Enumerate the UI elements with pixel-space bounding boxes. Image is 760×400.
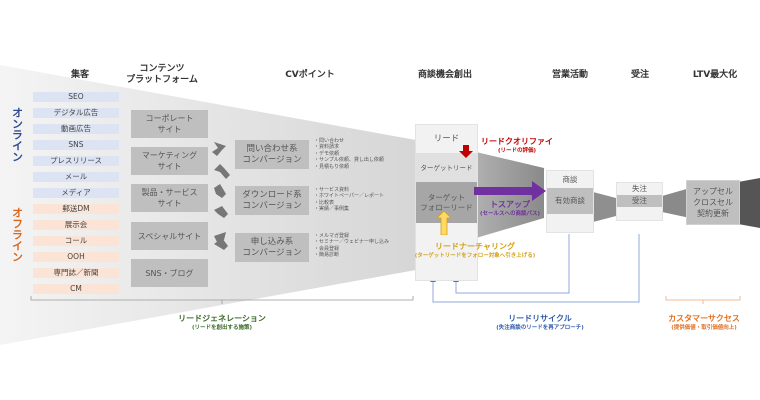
stage-target-lead: ターゲットリード <box>416 153 477 182</box>
lead-generation-label: リードジェネレーション (リードを創出する施策) <box>172 314 272 332</box>
stage-lost: 失注 <box>632 184 647 193</box>
stage-meeting: 商談 <box>562 174 578 184</box>
toss-up-arrow-icon <box>474 181 546 201</box>
cv-application-items: ・メルマガ登録 ・セミナー／ウェビナー申し込み ・会員登録 ・簡易診断 <box>314 233 389 259</box>
channel-item: SNS <box>33 140 119 150</box>
platform-product-site: 製品・サービス サイト <box>131 184 208 212</box>
channel-item: デジタル広告 <box>33 108 119 118</box>
recycle-line-inner <box>455 234 570 294</box>
lead-recycle-label: リードリサイクル (失注商談のリードを再アプローチ) <box>485 314 595 332</box>
cv-item: ・実績／事例集 <box>314 206 350 213</box>
cv-inquiry: 問い合わせ系 コンバージョン <box>235 140 309 169</box>
stage-valid-meeting: 有効商談 <box>547 188 593 214</box>
channel-item: 専門誌／新聞 <box>33 268 119 278</box>
channel-item: 郵送DM <box>33 204 119 214</box>
cv-download: ダウンロード系 コンバージョン <box>235 186 309 215</box>
arrow-to-cv-3 <box>214 232 226 244</box>
recycle-line-outer <box>432 234 640 303</box>
arrow-to-platform-2 <box>214 206 228 218</box>
arrow-to-cv-1 <box>212 142 226 156</box>
cv-item: ・見積もり依頼 <box>314 163 350 170</box>
channel-item: SEO <box>33 92 119 102</box>
cv-download-items: ・サービス資料 ・ホワイトペーパー／レポート ・比較表 ・実績／事例集 <box>314 187 384 213</box>
header-acquisition: 集客 <box>70 70 89 80</box>
flow-arrows <box>212 142 230 250</box>
offline-label-text: オフライン <box>10 207 24 262</box>
cv-application: 申し込み系 コンバージョン <box>235 233 309 262</box>
cv-item: ・サービス資料 <box>314 187 350 193</box>
lead-recycle-sub: (失注商談のリードを再アプローチ) <box>496 325 584 331</box>
cv-item: ・セミナー／ウェビナー申し込み <box>314 239 390 246</box>
cv-inquiry-items: ・問い合わせ ・資料請求 ・デモ依頼 ・サンプル依頼、貸し出し依頼 ・見積もり依… <box>314 138 384 170</box>
channel-item: コール <box>33 236 119 246</box>
cv-item: ・ホワイトペーパー／レポート <box>314 193 384 200</box>
online-label: オンライン <box>10 107 24 165</box>
stage-won: 受注 <box>617 195 662 207</box>
cv-item: ・比較表 <box>314 199 335 206</box>
online-label-text: オンライン <box>10 107 24 162</box>
platform-sns-blog: SNS・ブログ <box>131 259 208 287</box>
lead-qualify-annotation: リードクオリファイ (リードの評価) <box>477 137 557 155</box>
stage-lead: リード <box>433 134 460 144</box>
lead-generation-title: リードジェネレーション <box>178 314 266 323</box>
channel-item: CM <box>33 284 119 294</box>
offline-label: オフライン <box>10 207 24 265</box>
cv-item: ・デモ依頼 <box>314 150 340 157</box>
channel-item: 動画広告 <box>33 124 119 134</box>
platform-special-site: スペシャルサイト <box>131 222 208 250</box>
channel-item: 展示会 <box>33 220 119 230</box>
lead-nurturing-arrow-icon <box>437 211 451 235</box>
lead-qualify-arrow-icon <box>459 145 473 158</box>
customer-success-label: カスタマーサクセス (提供価値・取引価値向上) <box>663 314 745 332</box>
header-content-platform: コンテンツ プラットフォーム <box>126 64 198 85</box>
header-cv-point: CVポイント <box>285 70 335 80</box>
lead-nurturing-annotation: リードナーチャリング (ターゲットリードをフォロー対象へ引き上げる) <box>395 242 555 260</box>
header-sales: 営業活動 <box>551 70 588 80</box>
cv-item: ・メルマガ登録 <box>314 233 350 239</box>
header-opportunity: 商談機会創出 <box>417 70 472 80</box>
channel-item: メディア <box>33 188 119 198</box>
cv-item: ・問い合わせ <box>314 138 345 144</box>
order-funnel <box>662 188 690 218</box>
lead-qualify-sub: (リードの評価) <box>497 148 537 154</box>
lead-recycle-title: リードリサイクル <box>508 314 572 323</box>
cv-item: ・簡易診断 <box>314 252 340 259</box>
channel-item: プレスリリース <box>33 156 119 166</box>
lead-nurturing-sub: (ターゲットリードをフォロー対象へ引き上げる) <box>414 253 536 259</box>
lead-qualify-title: リードクオリファイ <box>481 137 553 146</box>
cv-item: ・資料請求 <box>314 144 340 151</box>
toss-up-title: トスアップ <box>490 200 530 209</box>
cv-item: ・サンプル依頼、貸し出し依頼 <box>314 157 384 164</box>
sales-funnel <box>593 192 616 222</box>
header-order: 受注 <box>630 70 649 80</box>
toss-up-annotation: トスアップ (セールスへの商談パス) <box>474 200 546 218</box>
lead-generation-bracket <box>30 296 414 304</box>
ltv-funnel <box>738 178 760 228</box>
toss-up-sub: (セールスへの商談パス) <box>479 211 541 217</box>
arrow-to-platform-3 <box>214 238 228 250</box>
customer-success-title: カスタマーサクセス <box>668 314 740 323</box>
header-ltv: LTV最大化 <box>692 70 738 80</box>
customer-success-bracket <box>665 296 741 304</box>
lead-generation-sub: (リードを創出する施策) <box>191 325 253 331</box>
cv-item: ・会員登録 <box>314 245 340 252</box>
ltv-stage: アップセル クロスセル 契約更新 <box>686 180 740 225</box>
customer-success-sub: (提供価値・取引価値向上) <box>671 325 737 331</box>
platform-corporate-site: コーポレート サイト <box>131 110 208 138</box>
channel-item: メール <box>33 172 119 182</box>
lead-nurturing-title: リードナーチャリング <box>435 242 515 251</box>
platform-marketing-site: マーケティング サイト <box>131 147 208 175</box>
arrow-to-cv-2 <box>214 184 226 198</box>
channel-item: OOH <box>33 252 119 262</box>
arrow-to-platform-1 <box>214 164 230 179</box>
